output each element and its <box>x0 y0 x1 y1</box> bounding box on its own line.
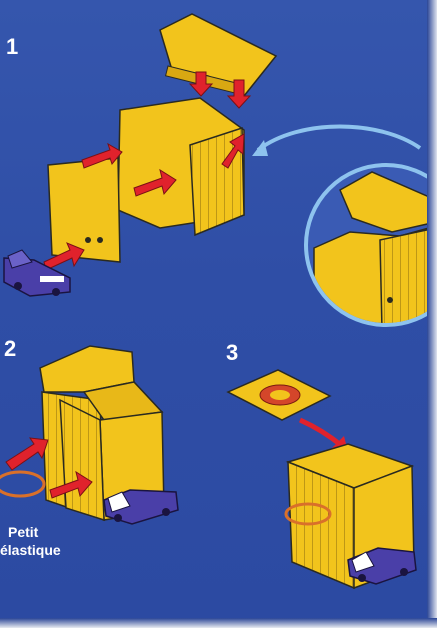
elastic-band-icon <box>0 472 44 496</box>
caption-line-1: Petit <box>8 524 38 540</box>
callout-arrow <box>258 127 420 151</box>
step2-side-wall <box>60 400 104 520</box>
red-arrow-icon <box>6 438 48 470</box>
step2-illustration <box>0 346 178 524</box>
callout-arrowhead <box>252 140 268 156</box>
page-edge-bottom <box>0 618 437 628</box>
step-number-2: 2 <box>4 338 16 360</box>
step-number-3: 3 <box>226 342 238 364</box>
step1-illustration <box>4 14 437 330</box>
step1-panel-hole <box>85 237 91 243</box>
red-arrow-icon <box>300 420 342 446</box>
step3-illustration <box>228 370 416 588</box>
step1-panel-hole <box>97 237 103 243</box>
lid-sticker-icon <box>228 370 330 420</box>
step1-left-panel <box>48 158 120 262</box>
caption-line-2: élastique <box>0 542 61 558</box>
page-edge-right <box>427 0 437 628</box>
truck-icon <box>104 490 178 524</box>
step-number-1: 1 <box>6 36 18 58</box>
